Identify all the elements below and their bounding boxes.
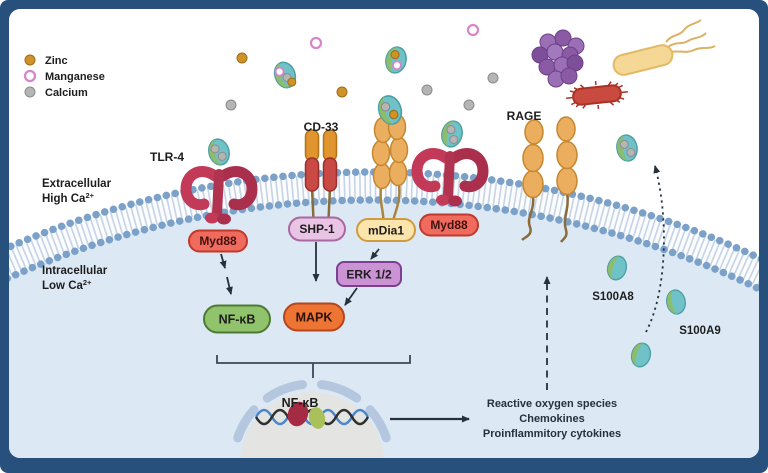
mdia1-receptor [371, 92, 409, 229]
bacteria-rod-red-icon [566, 80, 628, 110]
transcription-factor-green [308, 407, 326, 429]
zinc-ion-icon [24, 54, 36, 66]
tlr4-label: TLR-4 [150, 150, 184, 164]
s100a8-label: S100A8 [592, 291, 634, 303]
manganese-ion-icon [23, 69, 37, 83]
manganese-ion-icon [309, 36, 323, 50]
svg-text:SHP-1: SHP-1 [299, 222, 335, 236]
bacteria-rod-yellow-icon [612, 19, 716, 76]
mapk-label: MAPK [283, 302, 345, 332]
calcium-ion-icon [487, 72, 499, 84]
output-text-block: Reactive oxygen species Chemokines Proin… [483, 398, 621, 440]
calcium-ion-icon [24, 86, 36, 98]
nuclear-envelope [233, 380, 391, 443]
shp1-label: SHP-1 [288, 216, 346, 242]
output-line-1: Reactive oxygen species [487, 398, 617, 410]
extracellular-ca-label: High Ca2+ [42, 191, 95, 205]
s100-ligand-icon [374, 92, 406, 128]
myd88-label-right: Myd88 [419, 213, 479, 237]
svg-text:NF-κB: NF-κB [219, 313, 256, 327]
tlr4-receptor [417, 118, 483, 207]
cell-membrane [9, 168, 759, 458]
calcium-ion-icon [463, 99, 475, 111]
legend-item-manganese: Manganese [23, 69, 105, 83]
s100-ligand-icon [438, 118, 466, 150]
svg-text:Zinc: Zinc [45, 55, 68, 67]
dna-helix [254, 401, 370, 429]
myd88-label-left: Myd88 [188, 229, 248, 253]
output-line-2: Chemokines [519, 413, 584, 425]
erk-label: ERK 1/2 [336, 261, 402, 287]
tlr4-receptor [186, 136, 252, 225]
signal-arrows [216, 165, 665, 423]
nucleus-nfkb-label: NF-κB [282, 396, 319, 410]
bacteria-cocci-icon [531, 29, 585, 88]
zinc-ion-icon [236, 52, 248, 64]
cd33-receptor [304, 129, 338, 231]
legend: Zinc Manganese Calcium [23, 54, 105, 99]
output-line-3: Proinflammitory cytokines [483, 428, 621, 440]
manganese-ion-icon [466, 23, 480, 37]
svg-text:Myd88: Myd88 [199, 234, 237, 248]
extracellular-label: Extracellular [42, 178, 112, 190]
svg-text:Myd88: Myd88 [430, 218, 468, 232]
svg-text:Calcium: Calcium [45, 87, 88, 99]
rage-receptor [521, 116, 578, 243]
s100-ligand-icon [205, 136, 233, 168]
rage-label: RAGE [507, 109, 542, 123]
cd33-label: CD-33 [304, 120, 339, 134]
s100-dimer-icon [382, 44, 410, 76]
svg-text:ERK 1/2: ERK 1/2 [346, 268, 392, 282]
svg-text:mDia1: mDia1 [368, 224, 404, 238]
nfkb-label: NF-κB [203, 304, 271, 334]
legend-item-zinc: Zinc [24, 54, 68, 67]
calcium-ion-icon [225, 99, 237, 111]
s100-dimer-icon [614, 132, 640, 164]
mdia1-label: mDia1 [356, 218, 416, 242]
transcription-factor-red [287, 401, 309, 427]
intracellular-ca-label: Low Ca2+ [42, 278, 92, 292]
s100-dimer-icon [270, 58, 300, 92]
intracellular-label: Intracellular [42, 265, 108, 277]
svg-text:Manganese: Manganese [45, 71, 105, 83]
ion-scatter [225, 23, 499, 111]
s100a9-label: S100A9 [679, 325, 721, 337]
calcium-ion-icon [421, 84, 433, 96]
legend-item-calcium: Calcium [24, 86, 88, 99]
svg-text:MAPK: MAPK [296, 311, 333, 325]
zinc-ion-icon [336, 86, 348, 98]
nucleus: NF-κB [233, 380, 391, 458]
